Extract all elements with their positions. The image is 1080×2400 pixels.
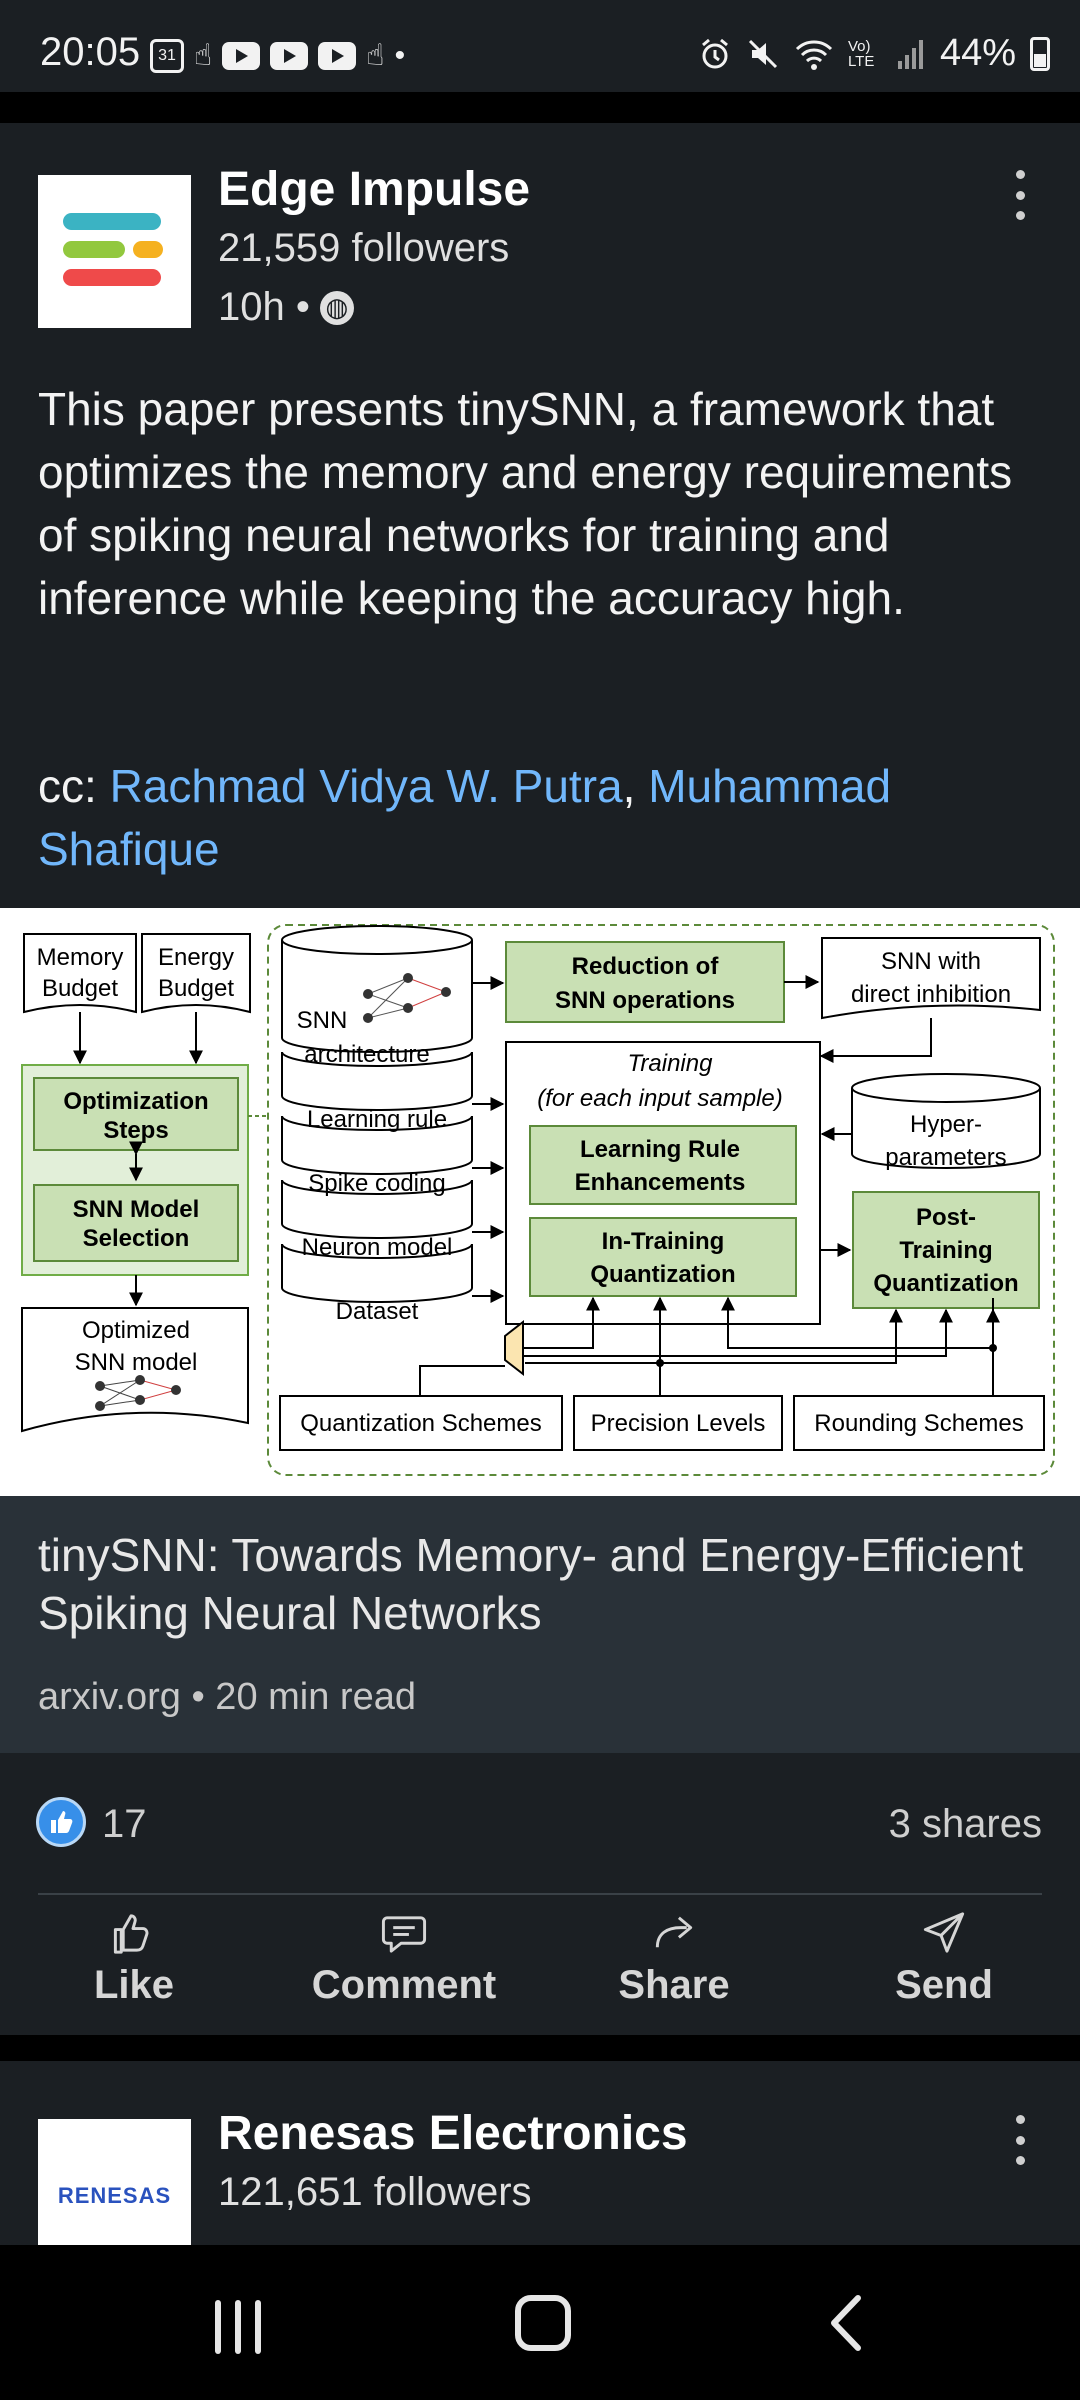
logo-bar	[133, 241, 163, 258]
post-timestamp: 10h • ◍	[218, 285, 354, 330]
globe-icon: ◍	[319, 290, 354, 325]
model-sel-l1: SNN Model	[73, 1196, 200, 1223]
opt-model-l1: Optimized	[82, 1317, 190, 1344]
hand-icon: ☝	[194, 39, 213, 72]
mention-link[interactable]: Muhammad Shafique	[38, 760, 892, 875]
back-icon	[831, 2295, 861, 2351]
mention-separator: ,	[622, 760, 649, 812]
post-image[interactable]: Memory Budget Energy Budget Optimization…	[0, 908, 1080, 1496]
renesas-logo-text: RENESAS	[57, 2182, 172, 2208]
dataset-text: Dataset	[336, 1298, 419, 1325]
ptq-l2: Training	[899, 1237, 992, 1264]
it-quant-l2: Quantization	[590, 1261, 735, 1288]
tinysnn-diagram: Memory Budget Energy Budget Optimization…	[21, 924, 1055, 1476]
like-button[interactable]: Like	[34, 1908, 234, 2008]
memory-budget-l1: Memory	[37, 944, 124, 971]
notification-icons: 31 ☝ ☝ •	[150, 36, 405, 76]
share-label: Share	[618, 1963, 730, 2007]
ptq-l3: Quantization	[873, 1270, 1018, 1297]
mention-link[interactable]: Rachmad Vidya W. Putra	[109, 760, 623, 812]
lr-enh-l2: Enhancements	[575, 1169, 746, 1196]
opt-steps-l2: Steps	[103, 1117, 168, 1144]
hyper-l1: Hyper-	[910, 1111, 982, 1138]
it-quant-l1: In-Training	[602, 1228, 725, 1255]
energy-budget-l2: Budget	[158, 975, 234, 1002]
comment-label: Comment	[311, 1963, 497, 2007]
spike-coding-text: Spike coding	[308, 1170, 445, 1197]
send-label: Send	[895, 1963, 993, 2007]
calendar-icon: 31	[150, 39, 184, 73]
learning-rule-text: Learning rule	[307, 1106, 447, 1133]
home-button[interactable]	[515, 2295, 571, 2351]
post-cc-line: cc: Rachmad Vidya W. Putra, Muhammad Sha…	[38, 755, 1048, 881]
training-l2: (for each input sample)	[537, 1085, 782, 1112]
volte-icon: Vo) LTE	[847, 37, 875, 70]
dot-icon: •	[394, 39, 406, 72]
mute-icon	[748, 39, 777, 68]
send-button[interactable]: Send	[844, 1908, 1044, 2008]
reaction-count[interactable]: 17	[102, 1802, 147, 1846]
post-author-followers: 21,559 followers	[218, 226, 510, 270]
neuron-model-text: Neuron model	[302, 1234, 453, 1261]
like-label: Like	[93, 1963, 175, 2007]
system-nav-bar	[0, 2245, 1080, 2400]
alarm-icon	[701, 38, 728, 68]
send-icon	[923, 1912, 965, 1953]
quant-schemes-text: Quantization Schemes	[300, 1410, 541, 1437]
reduction-l2: SNN operations	[555, 987, 735, 1014]
opt-steps-l1: Optimization	[63, 1088, 208, 1115]
like-icon	[113, 1914, 149, 1954]
share-count[interactable]: 3 shares	[888, 1802, 1042, 1846]
share-button[interactable]: Share	[574, 1908, 774, 2008]
post-author-name[interactable]: Edge Impulse	[218, 163, 531, 216]
post-time-text: 10h •	[218, 285, 310, 329]
divider	[38, 1893, 1042, 1895]
post-body: This paper presents tinySNN, a framework…	[38, 383, 1013, 624]
more-options-icon[interactable]	[1010, 170, 1030, 220]
precision-levels-text: Precision Levels	[591, 1410, 766, 1437]
hyper-l2: parameters	[885, 1144, 1006, 1171]
memory-budget-l2: Budget	[42, 975, 118, 1002]
battery-percent: 44%	[939, 32, 1016, 74]
inhibition-l1: SNN with	[881, 948, 981, 975]
model-sel-l2: Selection	[83, 1225, 190, 1252]
link-preview[interactable]	[0, 1496, 1080, 1753]
comment-icon	[381, 1916, 427, 1953]
status-bar: 20:05 31 ☝ ☝ • Vo) LTE 44%	[0, 0, 1080, 92]
comment-button[interactable]: Comment	[304, 1908, 504, 2008]
reduction-l1: Reduction of	[572, 953, 720, 980]
link-preview-meta: arxiv.org • 20 min read	[38, 1676, 416, 1718]
youtube-icon	[318, 42, 357, 70]
training-l1: Training	[628, 1050, 714, 1077]
wifi-icon	[795, 39, 832, 70]
battery-icon	[1030, 36, 1050, 71]
youtube-icon	[222, 42, 261, 70]
opt-model-l2: SNN model	[75, 1349, 198, 1376]
status-time: 20:05	[40, 30, 141, 74]
share-icon	[655, 1916, 693, 1948]
ptq-l1: Post-	[916, 1204, 976, 1231]
back-button[interactable]	[826, 2292, 866, 2359]
youtube-icon	[270, 42, 309, 70]
recent-apps-button[interactable]	[215, 2300, 261, 2354]
edge-impulse-logo[interactable]	[38, 175, 191, 328]
logo-bar	[63, 269, 161, 286]
lr-enh-l1: Learning Rule	[580, 1136, 740, 1163]
more-options-icon[interactable]	[1010, 2115, 1030, 2165]
signal-icon	[897, 39, 923, 69]
inhibition-l2: direct inhibition	[851, 981, 1011, 1008]
cc-prefix: cc:	[38, 760, 110, 812]
logo-bar	[63, 213, 161, 230]
logo-bar	[63, 241, 125, 258]
like-reaction-icon[interactable]	[36, 1797, 86, 1847]
next-post-followers: 121,651 followers	[218, 2170, 532, 2214]
snn-arch-l1: SNN	[297, 1007, 348, 1034]
snn-arch-l2: architecture	[304, 1041, 429, 1068]
hand-icon: ☝	[366, 39, 385, 72]
system-icons: Vo) LTE 44%	[698, 32, 1050, 75]
next-post-author[interactable]: Renesas Electronics	[218, 2107, 688, 2160]
energy-budget-l1: Energy	[158, 944, 234, 971]
rounding-schemes-text: Rounding Schemes	[814, 1410, 1023, 1437]
link-preview-title[interactable]: tinySNN: Towards Memory- and Energy-Effi…	[38, 1529, 1024, 1639]
